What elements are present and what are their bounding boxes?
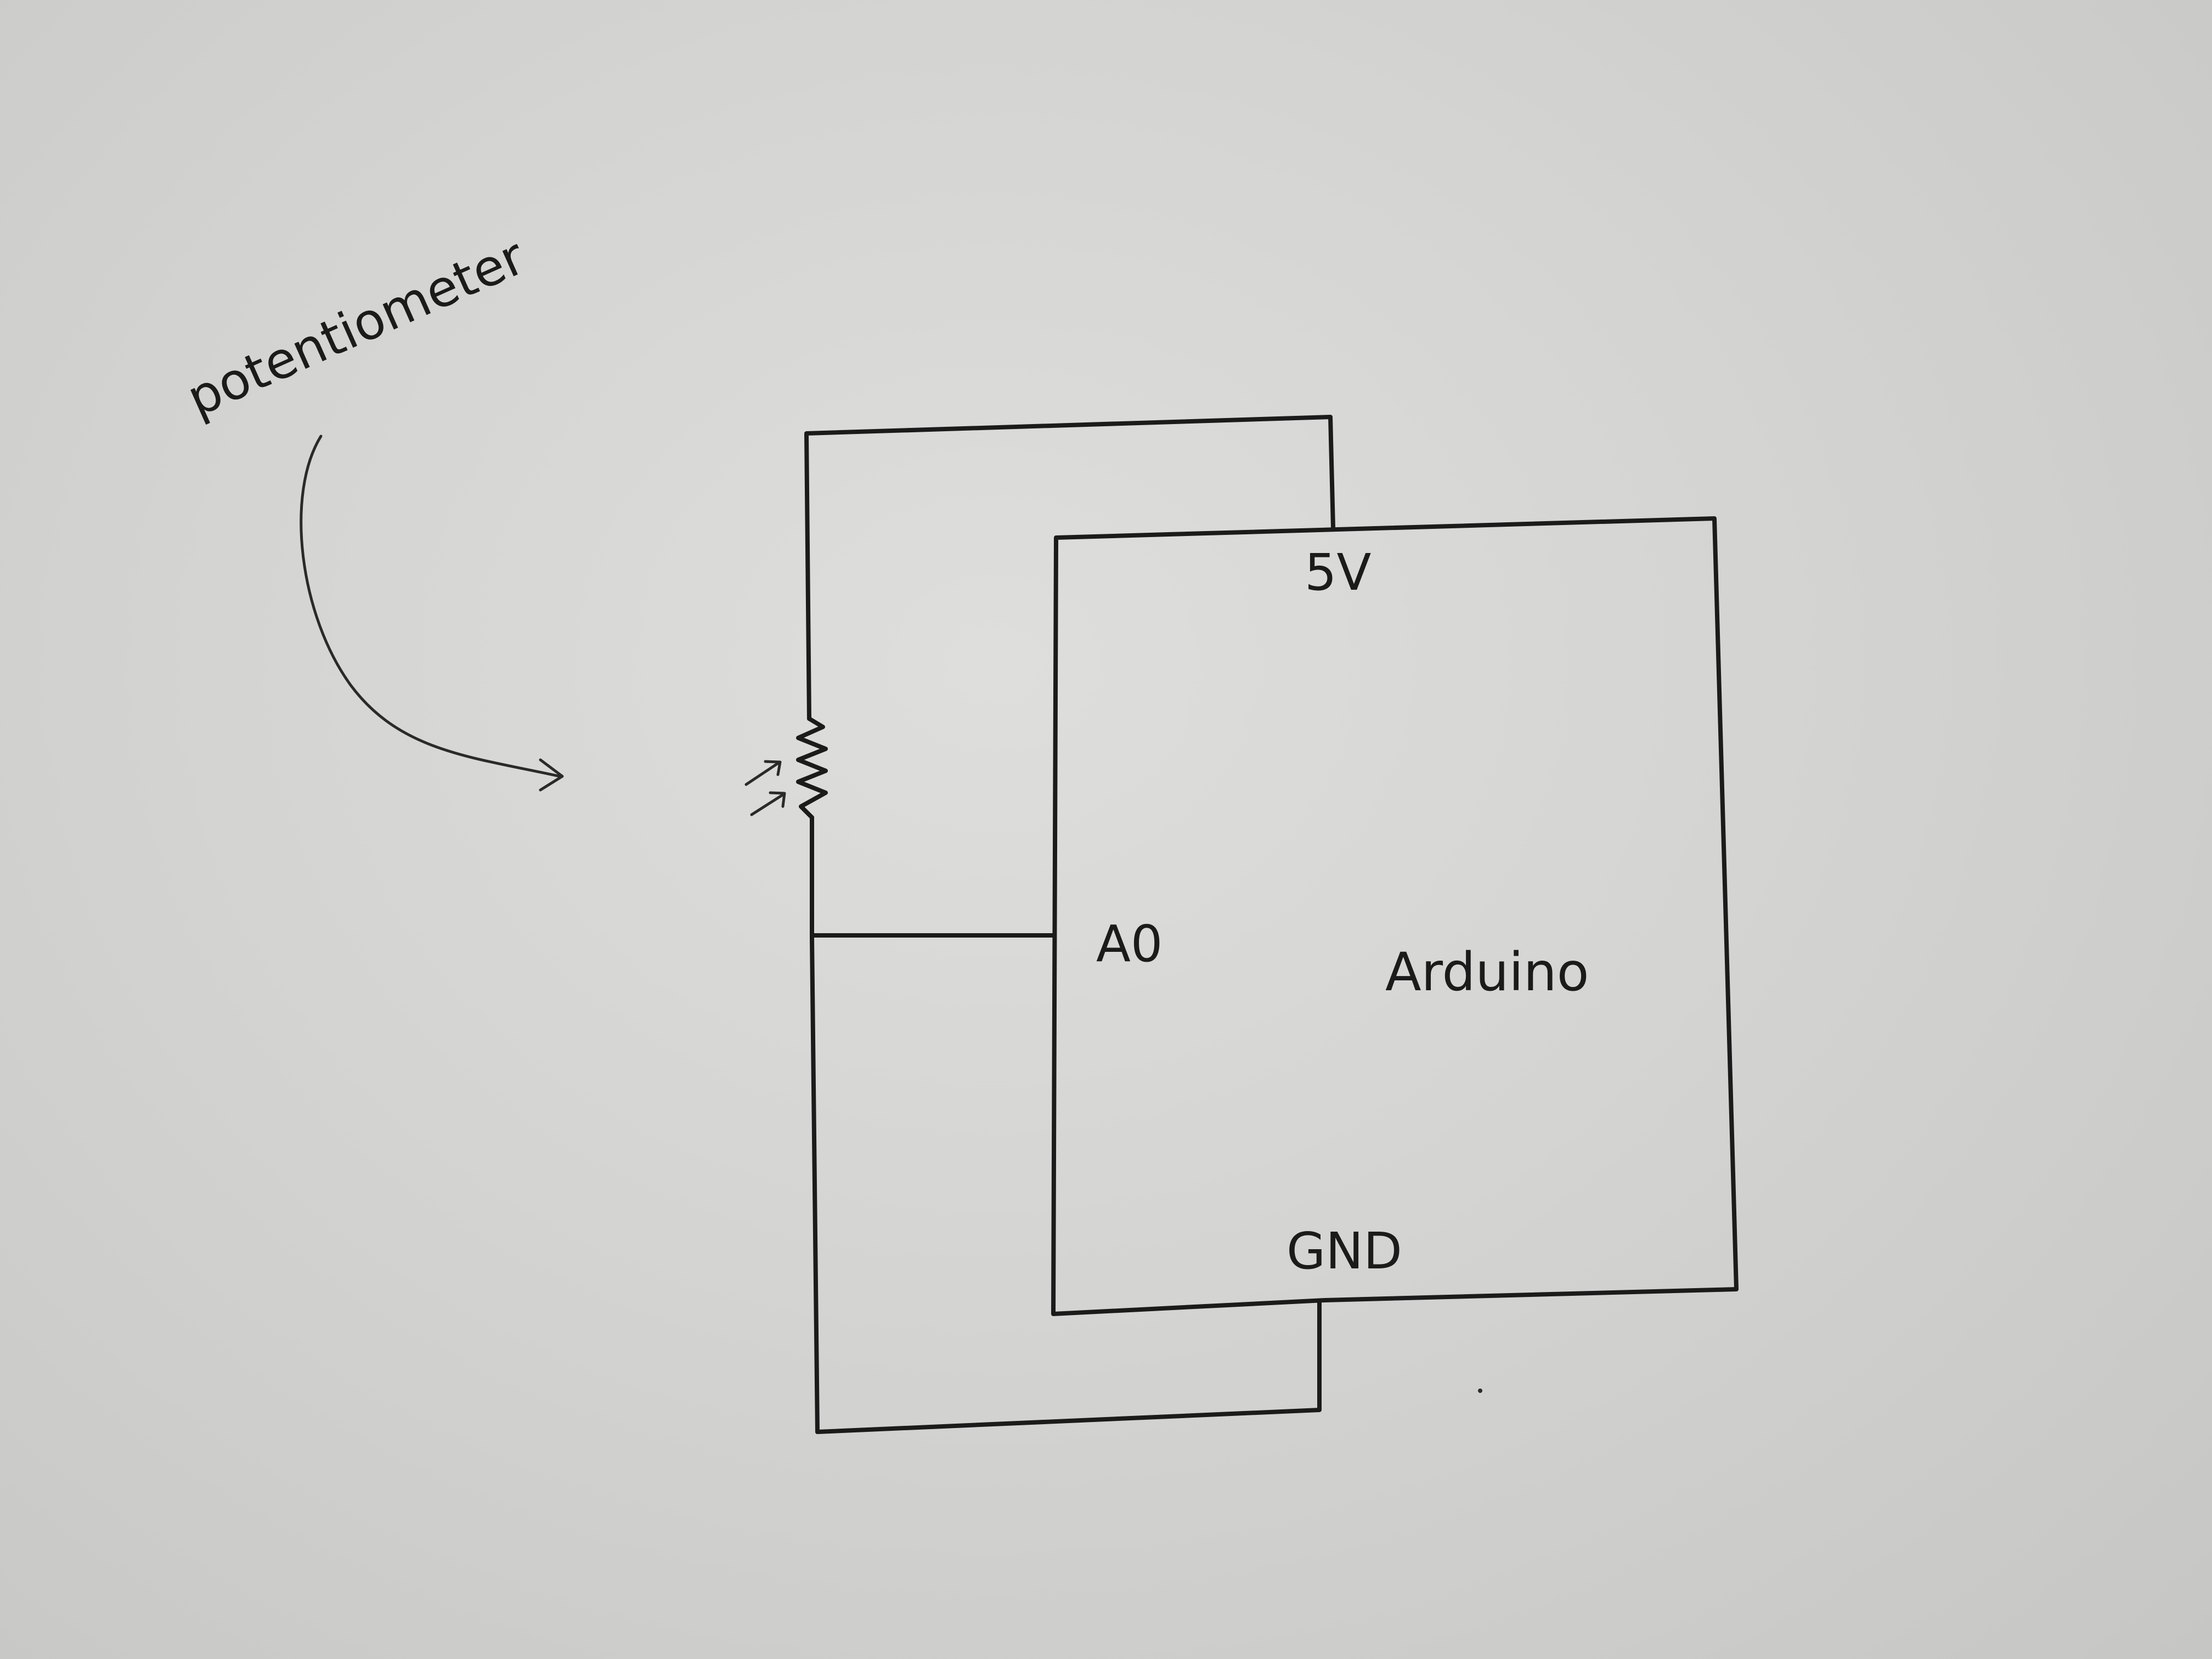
annotation-arrowhead [539,758,564,792]
light-arrow-upper [744,760,782,786]
pin-label-5v: 5V [1305,543,1372,602]
wire-gnd [815,1301,1322,1434]
annotation-arrow [300,435,561,778]
wire-left-rail [810,815,820,1434]
pin-label-gnd: GND [1286,1222,1402,1280]
potentiometer-annotation: potentiometer [178,227,533,428]
photoresistor-zigzag [796,716,828,820]
wire-5v [804,415,1335,721]
pin-label-a0: A0 [1096,915,1163,973]
arduino-board [1051,516,1739,1316]
board-label: Arduino [1385,941,1589,1003]
light-arrow-lower [750,791,786,816]
pencil-speck [1478,1389,1482,1393]
